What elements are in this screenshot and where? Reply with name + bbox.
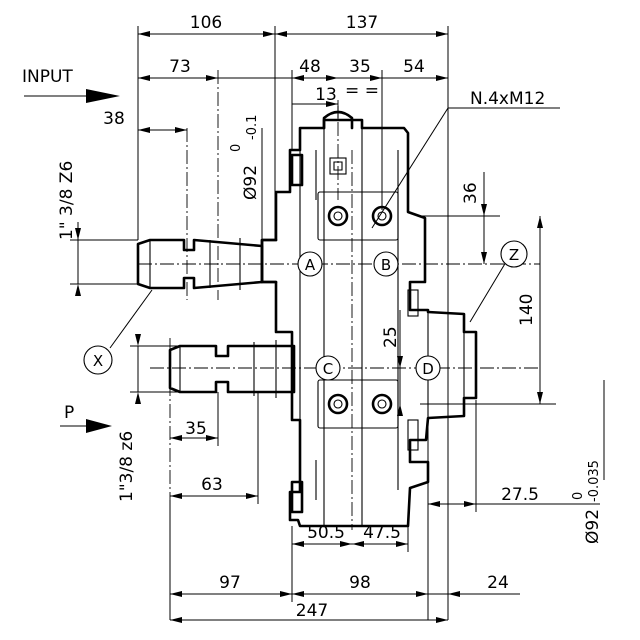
bubble-a: A: [297, 251, 323, 277]
dim-35-top: 35: [349, 57, 371, 77]
bubble-b: B: [373, 251, 399, 277]
dim-97: 97: [219, 573, 241, 593]
dim-13: 13: [315, 85, 337, 105]
spline-top-label: 1" 3/8 Z6: [57, 161, 77, 240]
dim-25: 25: [381, 326, 401, 348]
dim-phi92-output: Ø92: [583, 509, 603, 544]
input-shaft: [136, 70, 264, 300]
p-label: P: [64, 403, 74, 423]
svg-text:A: A: [305, 256, 316, 274]
dim-63: 63: [201, 475, 223, 495]
dim-50-5: 50.5: [307, 523, 345, 543]
dim-phi92-input-tol-up: 0: [229, 144, 244, 152]
dim-24: 24: [487, 573, 509, 593]
svg-text:D: D: [422, 360, 434, 378]
dim-36: 36: [461, 182, 481, 204]
dim-98: 98: [349, 573, 371, 593]
dim-phi92-output-tol-up: 0: [571, 492, 586, 500]
svg-text:B: B: [381, 256, 391, 274]
bubble-z: Z: [500, 240, 528, 268]
svg-text:X: X: [93, 352, 103, 370]
dim-106: 106: [190, 13, 222, 33]
gearbox-body: [260, 106, 478, 528]
dimension-texts: 106 137 73 48 35 54 13 = = 38 Ø92 0 -0.1…: [57, 13, 603, 621]
dim-phi92-input-tol-lo: -0.1: [245, 115, 260, 140]
dim-137: 137: [346, 13, 378, 33]
dim-247: 247: [296, 601, 328, 621]
dim-35-bottom: 35: [185, 419, 207, 439]
dim-54: 54: [403, 57, 425, 77]
leader-lines: [109, 107, 560, 349]
dim-73: 73: [169, 57, 191, 77]
bubble-d: D: [415, 355, 441, 381]
bolt-holes: [327, 205, 393, 415]
svg-text:C: C: [323, 360, 333, 378]
dim-equal-marks: = =: [345, 81, 379, 101]
bubble-x: X: [83, 345, 113, 375]
flow-arrows: [24, 89, 120, 433]
output-shaft: [168, 338, 296, 500]
input-label: INPUT: [22, 67, 73, 87]
bolt-spec-label: N.4xM12: [470, 89, 545, 109]
svg-text:Z: Z: [509, 246, 519, 264]
dim-27-5: 27.5: [501, 485, 539, 505]
spline-bottom-label: 1"3/8 z6: [117, 431, 137, 502]
bubble-c: C: [315, 355, 341, 381]
callout-texts: INPUT P N.4xM12: [22, 67, 545, 423]
dimension-lines: [70, 26, 605, 623]
dim-phi92-input: Ø92: [241, 165, 261, 200]
dim-38: 38: [103, 109, 125, 129]
center-lines: [138, 100, 540, 530]
dim-phi92-output-tol-lo: -0.035: [587, 460, 602, 502]
dim-140: 140: [517, 294, 537, 326]
dim-47-5: 47.5: [363, 523, 401, 543]
dim-48: 48: [299, 57, 321, 77]
